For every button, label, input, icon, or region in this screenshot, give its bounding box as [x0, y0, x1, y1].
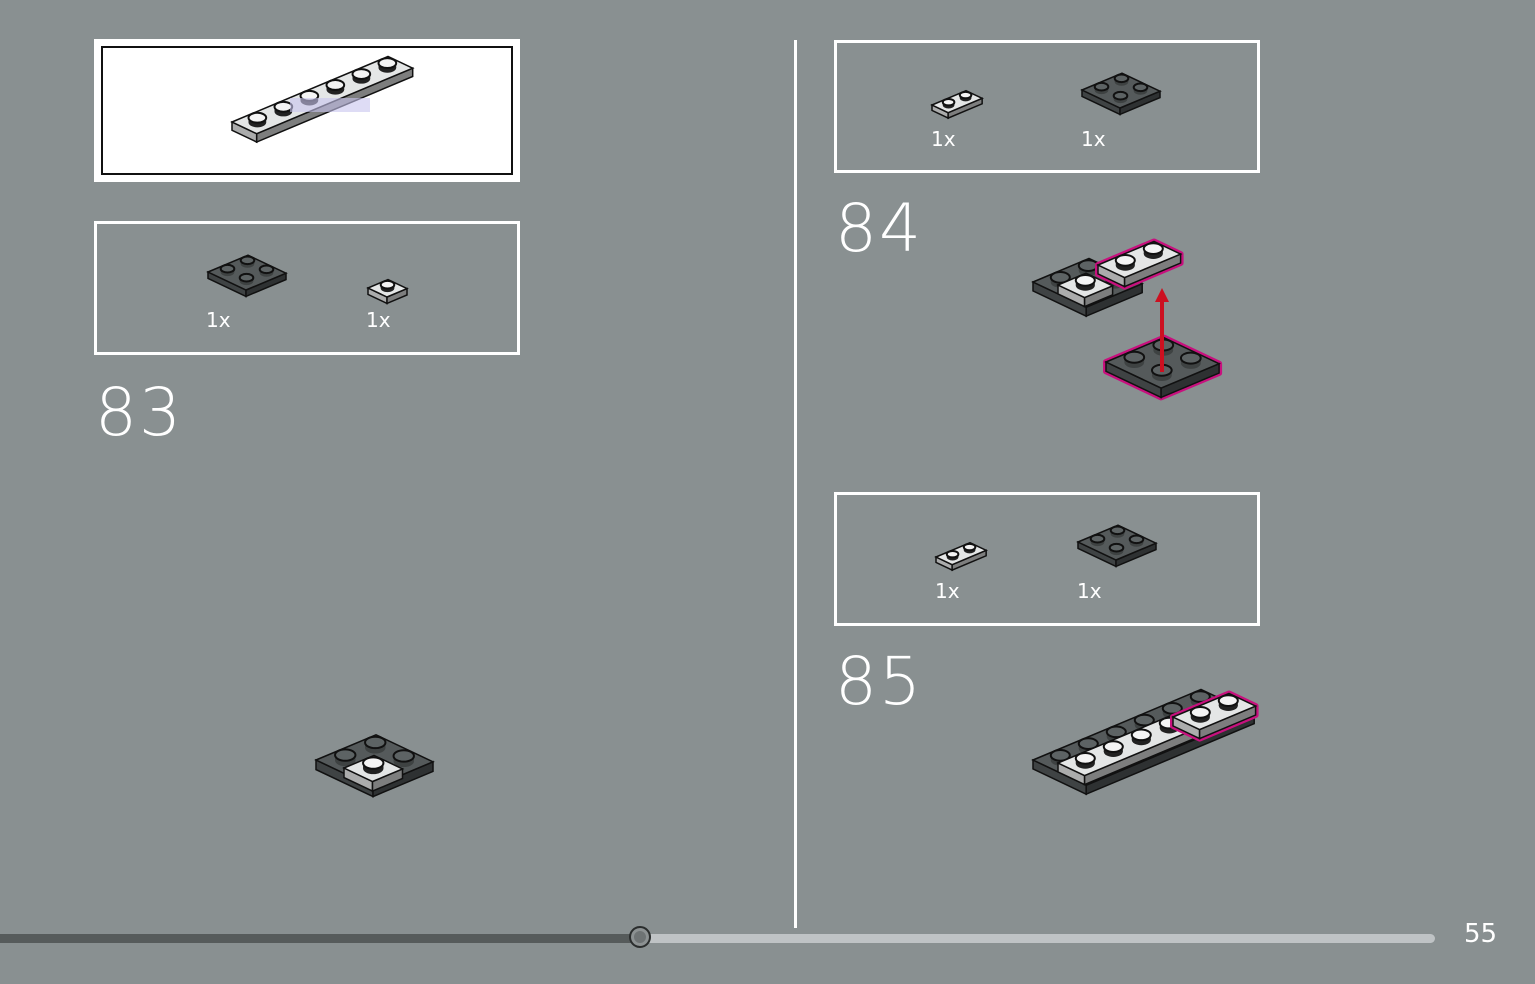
page-slider-track[interactable] [0, 934, 1435, 943]
part-qty: 1x [1077, 579, 1102, 603]
part-qty: 1x [366, 308, 391, 332]
step-85-assembly [1031, 688, 1257, 796]
step-number-84: 84 [835, 190, 923, 267]
part-qty: 1x [206, 308, 231, 332]
step-number-85: 85 [835, 643, 923, 720]
parts-list-step-84: 1x 1x [834, 40, 1260, 173]
step-85-new-plate [1170, 690, 1259, 742]
part-qty: 1x [1081, 127, 1106, 151]
parts-list-step-85: 1x 1x [834, 492, 1260, 626]
page-slider-fill [0, 934, 640, 943]
submodel-frame [101, 46, 513, 175]
submodel-callout [94, 39, 520, 182]
step-83-new-part [342, 754, 405, 793]
step-84-assembly [1031, 257, 1145, 318]
step-number-83: 83 [95, 374, 183, 451]
step-84-new-plate [1095, 238, 1184, 290]
step-83-base-plate [314, 733, 435, 798]
page-number: 55 [1464, 919, 1498, 949]
step-84-new-dark-plate [1103, 334, 1223, 401]
step-84-light-plate [1056, 272, 1115, 308]
parts-list-step-83: 1x 1x [94, 221, 520, 355]
part-qty: 1x [931, 127, 956, 151]
page-slider-thumb[interactable] [629, 926, 651, 948]
assembly-arrow [1155, 288, 1169, 372]
page-divider [794, 40, 797, 928]
step-85-light-row [1056, 715, 1199, 786]
part-qty: 1x [935, 579, 960, 603]
